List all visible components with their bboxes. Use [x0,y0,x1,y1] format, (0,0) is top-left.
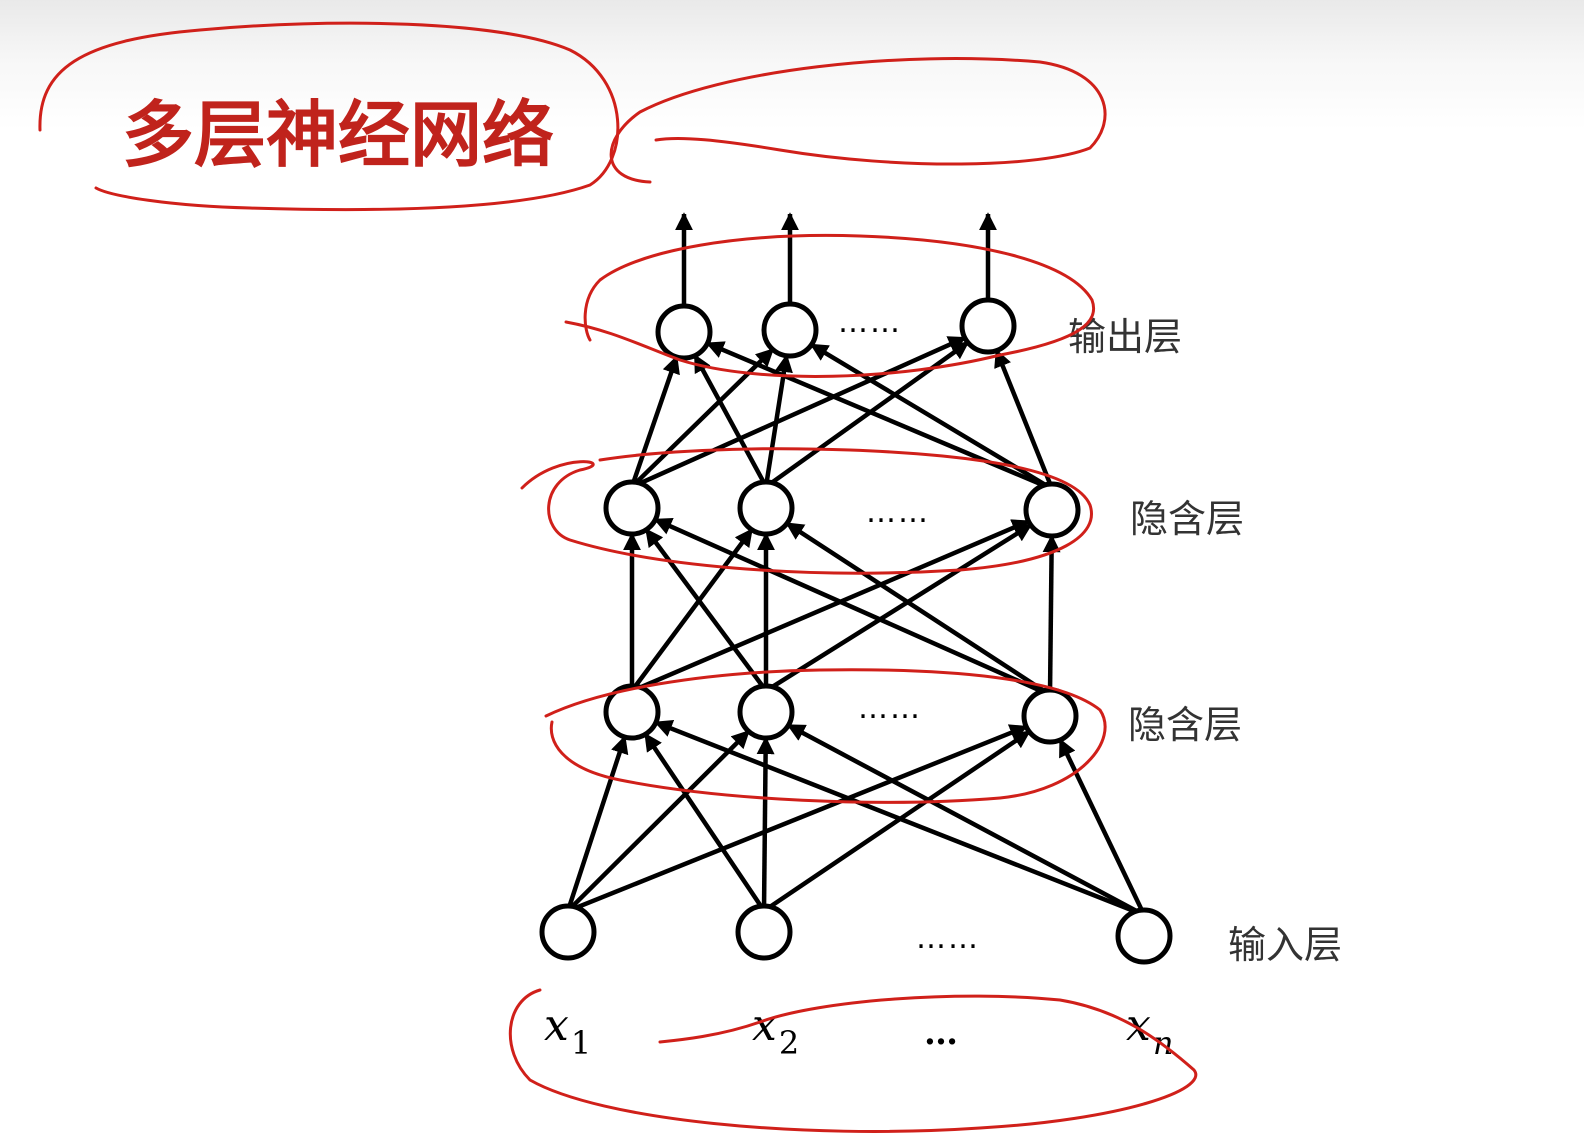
node-hidden1-3 [1021,687,1079,745]
edge-input-1-to-hidden1-3 [571,724,1028,912]
x2-subscript: 2 [779,1024,799,1062]
edge-hidden2-3-to-output-3 [994,348,1053,486]
edge-hidden1-3-to-hidden2-3 [1042,534,1061,691]
hidden2-layer-annotation [520,447,1093,575]
title-circle-annotation [38,21,620,212]
input-layer-ellipsis: …… [916,921,980,956]
edge-input-3-to-hidden1-1 [654,719,1141,916]
edge-input-3-to-hidden1-3 [1058,738,1144,912]
node-output-3 [959,297,1017,355]
edge-hidden2-2-to-output-1 [693,353,766,484]
node-input-2 [735,903,793,961]
edge-hidden2-3-to-output-2 [809,342,1049,489]
input-layer-label: 输入层 [1228,923,1342,967]
edge-hidden1-3-to-hidden2-1 [653,517,1047,695]
edge-input-1-to-hidden1-2 [569,729,751,909]
edge-hidden1-3-to-hidden2-2 [785,521,1048,695]
hidden1-layer-annotation [544,668,1107,804]
input-var-x2: x2 [752,1000,799,1062]
edge-hidden1-1-to-hidden2-3 [635,519,1031,692]
edge-hidden1-2-to-hidden2-3 [769,523,1033,691]
x1-subscript: 1 [571,1024,591,1062]
hidden2-layer-ellipsis: …… [866,495,930,530]
node-hidden1-1 [603,683,661,741]
node-hidden1-2 [737,683,795,741]
edge-hidden2-1-to-output-3 [635,335,967,487]
xn-base: x [1126,1000,1151,1051]
edge-input-2-to-hidden1-1 [643,732,764,908]
edge-hidden2-1-to-output-1 [631,355,680,483]
node-output-2 [761,301,819,359]
output-arrows [675,212,997,306]
slide-title: 多层神经网络 [122,93,554,177]
title-tail-annotation [609,57,1107,184]
node-input-1 [539,903,597,961]
x1-base: x [544,1000,569,1051]
edge-input-1-to-hidden1-1 [567,735,629,907]
output-layer-annotation [564,233,1096,378]
input-var-xn: xn [1126,1000,1173,1062]
node-hidden2-3 [1023,481,1081,539]
xn-subscript: n [1153,1024,1174,1062]
node-hidden2-1 [603,479,661,537]
connection-edges [567,335,1144,916]
edge-hidden1-2-to-hidden2-1 [644,528,765,689]
network-nodes [539,297,1173,965]
edge-hidden2-1-to-output-2 [633,347,775,485]
hidden1-layer-ellipsis: …… [858,691,922,726]
input-var-ellipsis: … [924,1013,958,1053]
node-output-1 [655,303,713,361]
edge-input-3-to-hidden1-2 [786,723,1141,915]
input-var-x1: x1 [544,1000,591,1062]
node-hidden2-2 [737,479,795,537]
hidden2-layer-label: 隐含层 [1130,497,1244,541]
node-input-3 [1115,907,1173,965]
output-layer-ellipsis: …… [838,305,902,340]
hidden1-layer-label: 隐含层 [1128,703,1242,747]
edge-hidden2-3-to-output-1 [705,341,1049,490]
output-layer-label: 输出层 [1068,315,1182,359]
red-annotations [38,21,1198,1133]
x2-base: x [752,1000,777,1051]
inputs-annotation [508,988,1198,1133]
